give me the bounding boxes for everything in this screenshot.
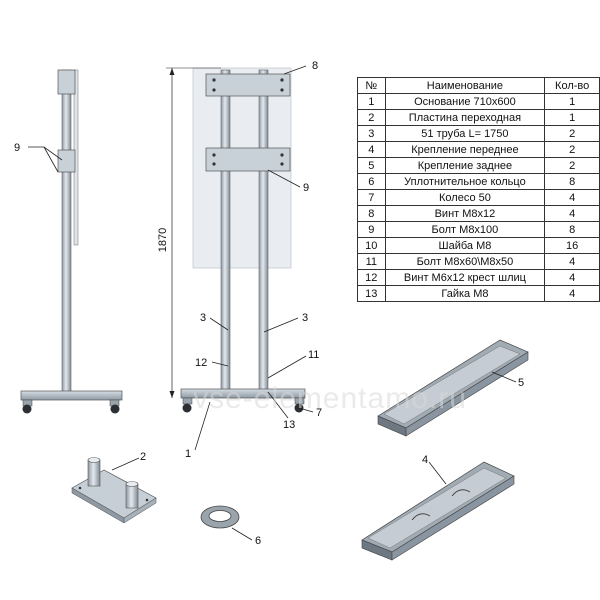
height-dimension-label: 1870 bbox=[157, 228, 169, 252]
callout-2: 2 bbox=[140, 451, 146, 463]
side-pole bbox=[61, 69, 72, 394]
row-name: Винт М8х12 bbox=[384, 205, 546, 222]
row-name: Крепление переднее bbox=[384, 141, 546, 158]
row-qty: 8 bbox=[544, 173, 600, 190]
row-name: Колесо 50 bbox=[384, 189, 546, 206]
row-num: 13 bbox=[357, 285, 386, 302]
callouts: 9 8 9 3 3 12 11 7 13 1 2 6 5 4 bbox=[14, 60, 524, 547]
header-name: Наименование bbox=[384, 77, 546, 94]
part-rear-mount bbox=[377, 339, 529, 437]
header-qty: Кол-во bbox=[544, 77, 600, 94]
side-mid-clamp bbox=[57, 149, 76, 173]
row-qty: 4 bbox=[544, 269, 600, 286]
height-dimension bbox=[166, 67, 221, 398]
row-name: Болт М8х100 bbox=[384, 221, 546, 238]
callout-8: 8 bbox=[312, 60, 318, 72]
callout-1: 1 bbox=[185, 448, 191, 460]
row-name: Болт М8х60\М8х50 bbox=[384, 253, 546, 270]
row-qty: 1 bbox=[544, 109, 600, 126]
row-name: Уплотнительное кольцо bbox=[384, 173, 546, 190]
front-base bbox=[180, 388, 306, 399]
side-base bbox=[20, 390, 123, 401]
row-qty: 2 bbox=[544, 125, 600, 142]
callout-12: 12 bbox=[195, 357, 207, 369]
row-num: 9 bbox=[357, 221, 386, 238]
front-pole-right bbox=[258, 69, 269, 391]
side-wheel-right bbox=[109, 399, 120, 414]
row-name: Шайба М8 bbox=[384, 237, 546, 254]
row-qty: 4 bbox=[544, 253, 600, 270]
row-qty: 2 bbox=[544, 141, 600, 158]
row-num: 2 bbox=[357, 109, 386, 126]
row-qty: 4 bbox=[544, 189, 600, 206]
front-top-bracket bbox=[205, 73, 291, 97]
row-num: 8 bbox=[357, 205, 386, 222]
front-mid-bracket bbox=[205, 147, 291, 172]
row-name: Основание 710x600 bbox=[384, 93, 546, 110]
row-name: Пластина переходная bbox=[384, 109, 546, 126]
row-num: 4 bbox=[357, 141, 386, 158]
callout-6: 6 bbox=[255, 535, 261, 547]
side-view bbox=[20, 69, 123, 414]
header-num: № bbox=[357, 77, 386, 94]
watermark: vse-elementamo.ru bbox=[193, 382, 467, 415]
row-qty: 4 bbox=[544, 285, 600, 302]
row-qty: 8 bbox=[544, 221, 600, 238]
row-num: 5 bbox=[357, 157, 386, 174]
row-num: 1 bbox=[357, 93, 386, 110]
callout-3-left: 3 bbox=[200, 312, 206, 324]
part-front-mount bbox=[361, 461, 515, 561]
callout-3-right: 3 bbox=[302, 312, 308, 324]
row-name: Крепление заднее bbox=[384, 157, 546, 174]
part-adapter-plate bbox=[71, 457, 157, 524]
callout-4: 4 bbox=[422, 454, 428, 466]
part-sealing-ring bbox=[200, 505, 240, 529]
row-num: 10 bbox=[357, 237, 386, 254]
row-num: 6 bbox=[357, 173, 386, 190]
row-qty: 1 bbox=[544, 93, 600, 110]
callout-7: 7 bbox=[316, 407, 322, 419]
parts-table-header: № Наименование Кол-во bbox=[357, 77, 600, 94]
front-view: 1870 bbox=[157, 67, 306, 413]
front-wheel-left bbox=[182, 397, 193, 413]
leader-lines bbox=[28, 65, 517, 541]
callout-5: 5 bbox=[518, 377, 524, 389]
side-wheel-left bbox=[22, 399, 33, 414]
row-num: 3 bbox=[357, 125, 386, 142]
row-num: 11 bbox=[357, 253, 386, 270]
row-qty: 16 bbox=[544, 237, 600, 254]
row-num: 12 bbox=[357, 269, 386, 286]
callout-11: 11 bbox=[308, 349, 319, 361]
callout-9-front: 9 bbox=[303, 182, 309, 194]
callout-9-side: 9 bbox=[14, 142, 20, 154]
row-qty: 2 bbox=[544, 157, 600, 174]
row-name: Винт М6х12 крест шлиц bbox=[384, 269, 546, 286]
row-name: Гайка М8 bbox=[384, 285, 546, 302]
row-name: 51 труба L= 1750 bbox=[384, 125, 546, 142]
front-pole-left bbox=[220, 69, 231, 391]
row-num: 7 bbox=[357, 189, 386, 206]
row-qty: 4 bbox=[544, 205, 600, 222]
callout-13: 13 bbox=[283, 419, 295, 431]
side-top-clamp bbox=[57, 69, 76, 95]
